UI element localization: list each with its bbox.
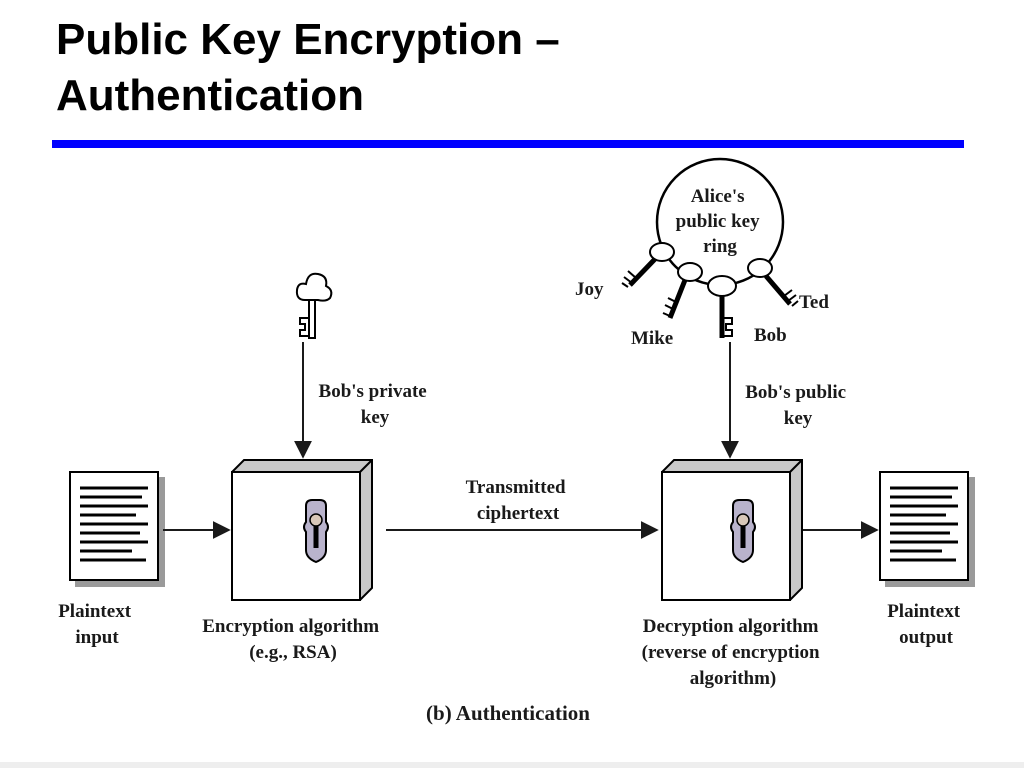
lock-icon (730, 499, 756, 564)
slide-title: Public Key Encryption – Authentication (56, 15, 560, 120)
diagram-caption: (b) Authentication (426, 701, 590, 725)
title-underline (52, 140, 964, 148)
key-ring-label: Alice's public key ring (676, 186, 765, 257)
transmitted-ciphertext-label: Transmitted ciphertext (466, 477, 571, 524)
mike-key-icon (662, 262, 703, 319)
decryption-algorithm-box (661, 459, 803, 601)
plaintext-output-document-icon (879, 471, 975, 587)
joy-key-icon (621, 242, 675, 288)
encryption-algorithm-box (231, 459, 373, 601)
key-ring-icon (621, 157, 799, 338)
public-key-label: Bob's public key (745, 382, 851, 429)
mike-label: Mike (631, 328, 673, 349)
flow-arrows (163, 342, 879, 539)
decryption-algorithm-label: Decryption algorithm (reverse of encrypt… (642, 616, 825, 689)
ted-key-icon (747, 258, 799, 307)
ted-label: Ted (799, 292, 829, 313)
private-key-icon (295, 272, 333, 339)
plaintext-output-label: Plaintext output (887, 601, 965, 648)
bob-label: Bob (754, 325, 787, 346)
plaintext-input-label: Plaintext input (58, 601, 136, 648)
slide-footer-divider (0, 762, 1024, 768)
joy-label: Joy (575, 279, 604, 300)
plaintext-input-document-icon (69, 471, 165, 587)
lock-icon (303, 499, 329, 564)
private-key-label: Bob's private key (319, 381, 432, 428)
encryption-algorithm-label: Encryption algorithm (e.g., RSA) (202, 616, 384, 663)
bob-key-icon (707, 275, 737, 338)
